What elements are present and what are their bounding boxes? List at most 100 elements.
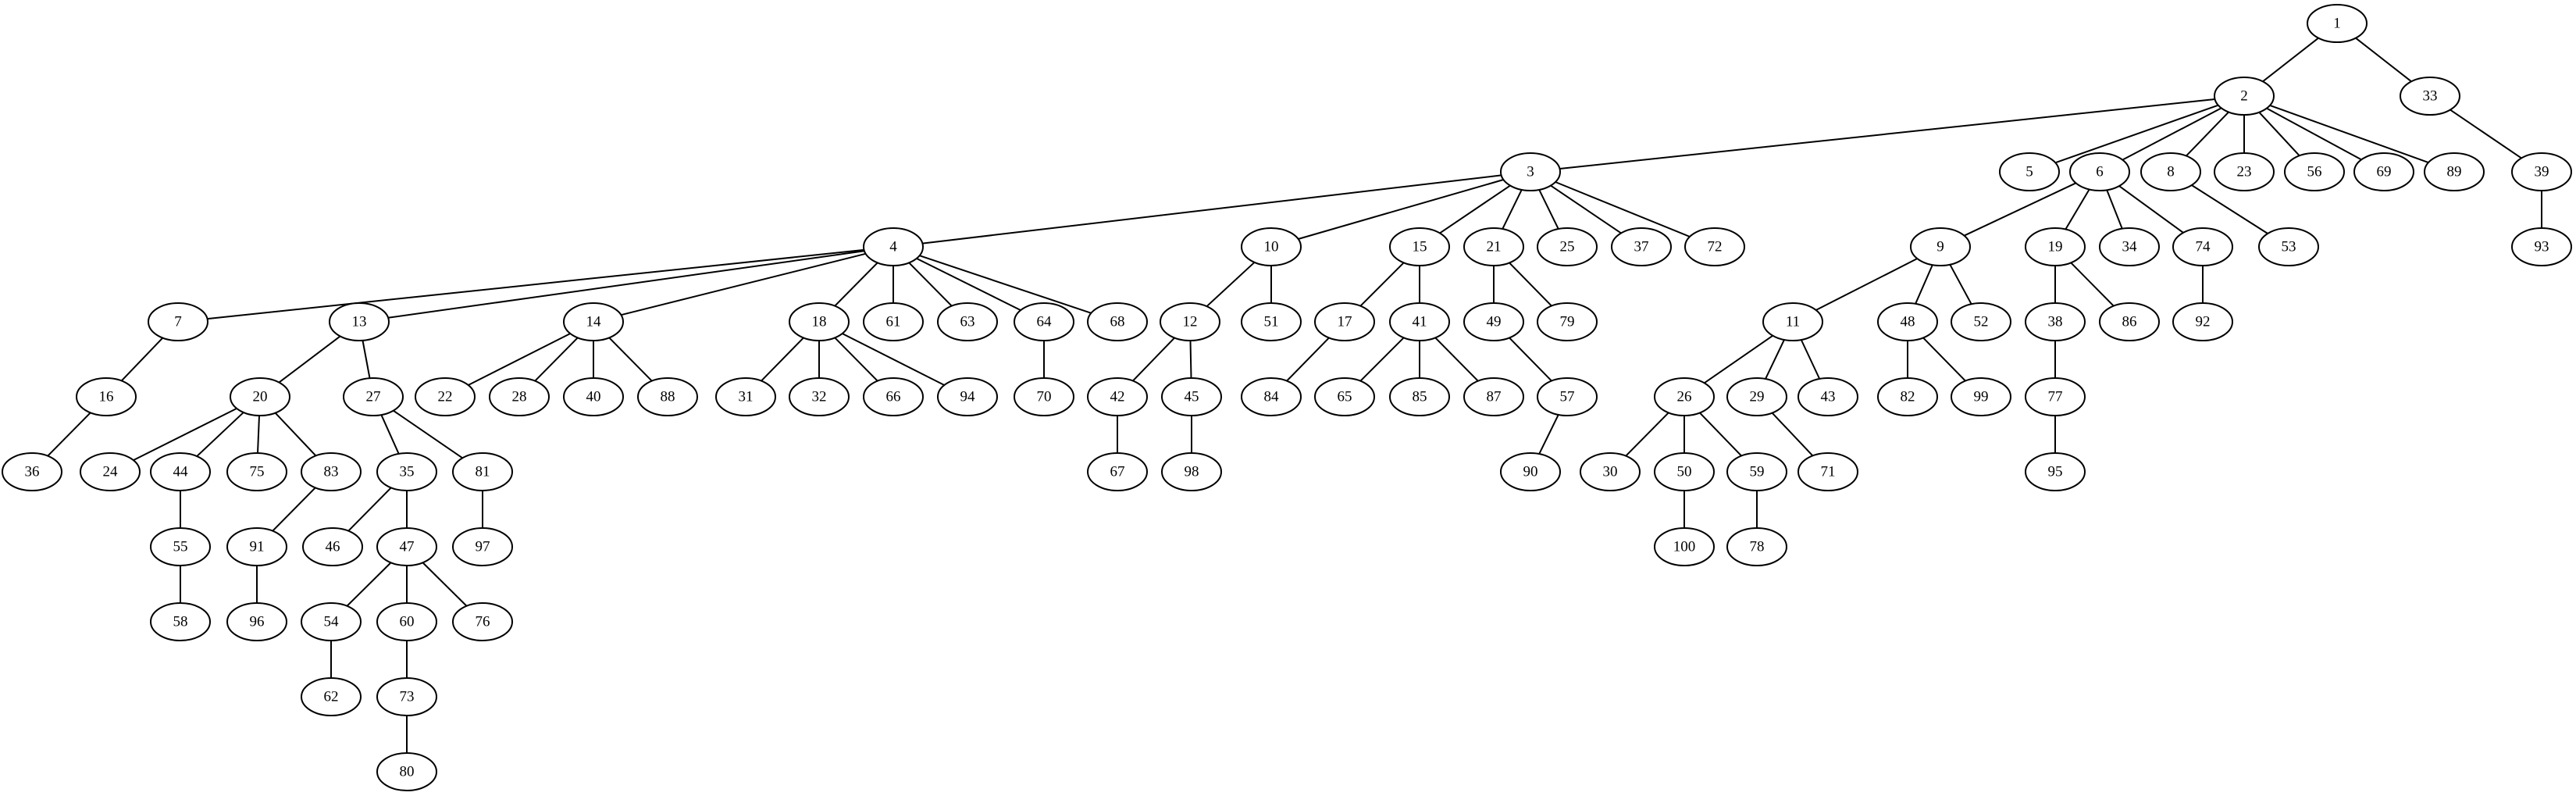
- node-label: 92: [2196, 313, 2211, 330]
- node-69: 69: [2353, 152, 2414, 191]
- node-ellipse: [1684, 227, 1745, 266]
- node-label: 41: [1413, 313, 1427, 330]
- edge-1-33: [2355, 37, 2412, 83]
- node-label: 77: [2048, 388, 2063, 405]
- edge-7-16: [120, 337, 164, 382]
- node-ellipse: [637, 377, 698, 416]
- node-55: 55: [150, 527, 211, 566]
- node-82: 82: [1877, 377, 1938, 416]
- node-ellipse: [1389, 227, 1450, 266]
- node-37: 37: [1611, 227, 1672, 266]
- edge-12-42: [1132, 337, 1175, 382]
- node-label: 25: [1560, 238, 1575, 255]
- node-label: 55: [173, 538, 188, 555]
- node-ellipse: [715, 377, 776, 416]
- node-ellipse: [1951, 377, 2011, 416]
- edge-14-88: [608, 337, 653, 382]
- edge-19-86: [2070, 262, 2115, 307]
- node-label: 49: [1487, 313, 1502, 330]
- node-label: 65: [1338, 388, 1352, 405]
- node-19: 19: [2025, 227, 2086, 266]
- node-ellipse: [452, 602, 513, 641]
- node-ellipse: [150, 527, 211, 566]
- node-label: 73: [400, 688, 415, 705]
- node-label: 66: [886, 388, 901, 405]
- node-15: 15: [1389, 227, 1450, 266]
- node-label: 94: [960, 388, 976, 405]
- node-label: 69: [2377, 163, 2392, 180]
- edge-3-72: [1555, 181, 1691, 237]
- node-83: 83: [301, 452, 362, 491]
- node-ellipse: [1726, 527, 1787, 566]
- node-ellipse: [2353, 152, 2414, 191]
- node-label: 52: [1974, 313, 1989, 330]
- node-16: 16: [76, 377, 137, 416]
- node-ellipse: [230, 377, 290, 416]
- node-ellipse: [80, 452, 141, 491]
- node-23: 23: [2214, 152, 2275, 191]
- node-79: 79: [1537, 302, 1598, 341]
- node-label: 87: [1487, 388, 1502, 405]
- node-26: 26: [1654, 377, 1715, 416]
- node-label: 24: [103, 463, 119, 480]
- edge-27-35: [380, 414, 400, 455]
- node-53: 53: [2258, 227, 2319, 266]
- edge-4-7: [207, 248, 864, 320]
- node-ellipse: [1910, 227, 1971, 266]
- node-ellipse: [1654, 452, 1715, 491]
- edge-10-12: [1206, 262, 1256, 307]
- node-label: 95: [2048, 463, 2063, 480]
- node-label: 29: [1750, 388, 1765, 405]
- node-ellipse: [1161, 452, 1222, 491]
- node-ellipse: [863, 227, 924, 266]
- node-label: 28: [512, 388, 527, 405]
- node-label: 72: [1708, 238, 1723, 255]
- node-61: 61: [863, 302, 924, 341]
- node-ellipse: [2511, 152, 2572, 191]
- node-ellipse: [1014, 377, 1074, 416]
- node-label: 16: [99, 388, 114, 405]
- node-ellipse: [789, 377, 850, 416]
- node-ellipse: [1726, 452, 1787, 491]
- node-ellipse: [329, 302, 390, 341]
- edge-41-87: [1434, 337, 1479, 382]
- node-ellipse: [1726, 377, 1787, 416]
- node-ellipse: [150, 452, 211, 491]
- node-21: 21: [1463, 227, 1524, 266]
- node-label: 78: [1750, 538, 1765, 555]
- node-ellipse: [2025, 302, 2086, 341]
- node-4: 4: [863, 227, 924, 266]
- node-35: 35: [376, 452, 437, 491]
- node-ellipse: [1241, 227, 1302, 266]
- node-34: 34: [2099, 227, 2160, 266]
- node-58: 58: [150, 602, 211, 641]
- node-68: 68: [1087, 302, 1148, 341]
- node-73: 73: [376, 677, 437, 716]
- node-label: 82: [1901, 388, 1915, 405]
- node-label: 83: [324, 463, 339, 480]
- node-ellipse: [76, 377, 137, 416]
- node-label: 2: [2240, 87, 2248, 104]
- edge-16-36: [47, 412, 91, 457]
- node-30: 30: [1580, 452, 1641, 491]
- edge-6-9: [1964, 182, 2076, 237]
- edge-6-19: [2065, 188, 2090, 230]
- node-label: 1: [2333, 15, 2341, 31]
- node-label: 20: [253, 388, 268, 405]
- node-100: 100: [1654, 527, 1715, 566]
- node-ellipse: [1161, 377, 1222, 416]
- node-ellipse: [343, 377, 404, 416]
- node-label: 34: [2122, 238, 2138, 255]
- node-17: 17: [1314, 302, 1375, 341]
- node-67: 67: [1087, 452, 1148, 491]
- edge-2-56: [2258, 112, 2300, 156]
- node-77: 77: [2025, 377, 2086, 416]
- node-ellipse: [1389, 377, 1450, 416]
- node-ellipse: [301, 602, 362, 641]
- node-ellipse: [1241, 302, 1302, 341]
- node-8: 8: [2140, 152, 2201, 191]
- edge-15-17: [1359, 262, 1405, 307]
- node-99: 99: [1951, 377, 2011, 416]
